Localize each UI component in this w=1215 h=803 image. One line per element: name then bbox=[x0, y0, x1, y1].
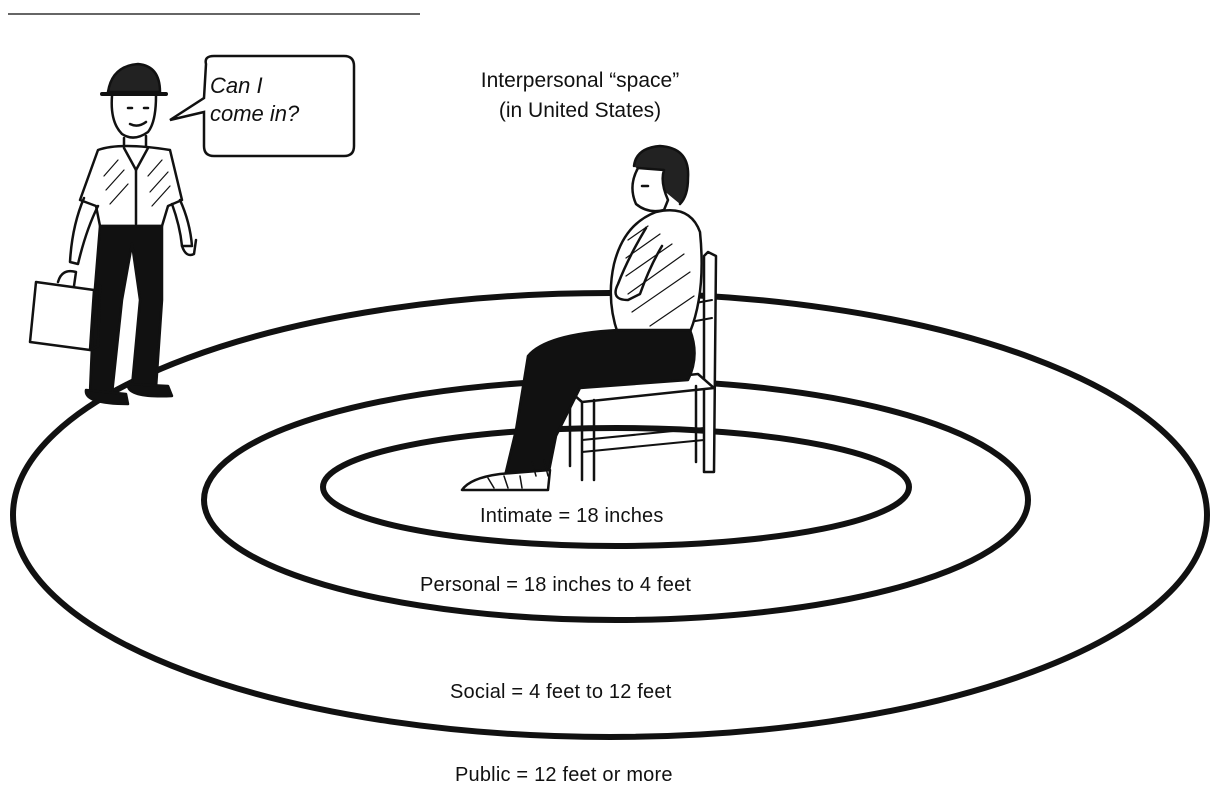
speech-bubble-text: Can I come in? bbox=[210, 72, 350, 128]
diagram-title: Interpersonal “space” (in United States) bbox=[430, 66, 730, 126]
intimate-ring bbox=[320, 425, 912, 549]
worker-figure bbox=[28, 62, 198, 406]
seated-figure bbox=[460, 144, 718, 492]
public-zone-label: Public = 12 feet or more bbox=[455, 764, 673, 786]
title-line-2: (in United States) bbox=[498, 99, 662, 122]
speech-bubble bbox=[169, 54, 356, 158]
speech-line-1: Can I bbox=[210, 73, 263, 98]
social-zone-label: Social = 4 feet to 12 feet bbox=[450, 681, 672, 703]
intimate-zone-label: Intimate = 18 inches bbox=[480, 505, 664, 527]
personal-zone-label: Personal = 18 inches to 4 feet bbox=[420, 574, 692, 596]
speech-line-2: come in? bbox=[210, 101, 300, 126]
title-line-1: Interpersonal “space” bbox=[480, 69, 680, 92]
